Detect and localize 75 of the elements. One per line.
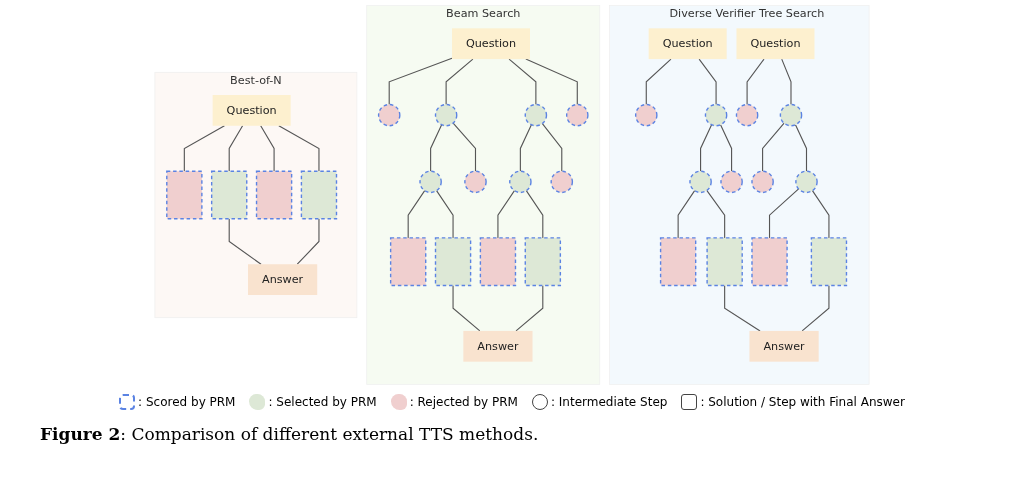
connector: [700, 124, 713, 172]
node-box: Question: [648, 28, 727, 60]
node-box: Answer: [463, 330, 533, 362]
legend-text: : Rejected by PRM: [409, 395, 518, 409]
figure-caption: Figure 2: Comparison of different external TTS methods.: [40, 424, 539, 444]
connector: [452, 284, 481, 332]
node-circle: [704, 103, 728, 127]
node-circle: [795, 170, 818, 194]
connector: [508, 58, 537, 106]
connector: [296, 218, 320, 265]
connector: [228, 218, 262, 265]
node-box: [706, 237, 743, 287]
connector: [278, 125, 320, 172]
node-box: Question: [452, 28, 530, 60]
node-circle: [509, 170, 532, 194]
node-circle: [524, 103, 548, 127]
connector: [430, 124, 443, 172]
node-box: [255, 170, 293, 220]
node-circle: [419, 170, 442, 194]
connector: [541, 123, 563, 172]
node-box: Answer: [749, 330, 819, 362]
legend-text: : Solution / Step with Final Answer: [700, 395, 905, 409]
node-circle: [689, 170, 712, 194]
node-box: Answer: [248, 264, 318, 295]
connector: [436, 190, 454, 239]
connector: [525, 58, 578, 106]
node-box: [810, 237, 848, 287]
connector: [388, 57, 453, 106]
connector: [746, 58, 765, 106]
connector: [720, 124, 733, 172]
connector: [811, 190, 830, 239]
connector: [183, 125, 226, 172]
node-box: [166, 170, 203, 220]
node-box: Question: [212, 95, 291, 126]
connector: [706, 189, 726, 239]
connector: [519, 124, 532, 172]
node-box: [751, 237, 788, 287]
node-box: [479, 237, 517, 287]
node-circle: [434, 103, 458, 127]
node-circle: [751, 170, 774, 194]
node-box: [300, 170, 338, 220]
connector: [724, 284, 761, 332]
connector: [497, 190, 515, 239]
node-box: [434, 237, 472, 287]
node-circle: [377, 103, 401, 127]
connector: [515, 284, 544, 332]
legend-text: : Scored by PRM: [138, 395, 236, 409]
connector: [781, 58, 792, 106]
node-circle: [720, 170, 743, 194]
connector: [698, 58, 717, 106]
connector: [260, 125, 275, 172]
legend-text: : Intermediate Step: [550, 395, 668, 409]
node-circle: [634, 103, 658, 127]
connector: [762, 122, 785, 172]
node-box: [524, 237, 562, 287]
node-circle: [565, 103, 589, 127]
connector: [794, 124, 808, 172]
connector: [452, 122, 477, 172]
connector: [228, 125, 244, 172]
node-box: [659, 237, 697, 287]
connector: [445, 58, 474, 106]
node-box: [389, 237, 427, 287]
node-circle: [735, 103, 759, 127]
node-circle: [779, 103, 803, 127]
connector: [801, 284, 830, 332]
connector: [768, 188, 800, 239]
node-circle: [464, 170, 487, 194]
connector: [525, 190, 544, 239]
node-circle: [550, 170, 574, 194]
connector: [677, 190, 696, 239]
node-box: [210, 170, 248, 220]
node-box: Question: [736, 28, 815, 60]
legend-text: : Selected by PRM: [268, 395, 377, 409]
connector: [407, 190, 426, 239]
connector: [645, 58, 672, 106]
